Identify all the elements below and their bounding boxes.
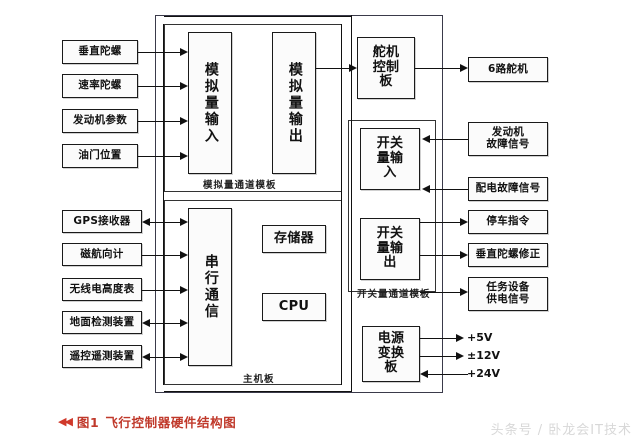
main-board-label: 主机板 [243, 374, 275, 385]
figure-caption: ◀◀ 图1 飞行控制器硬件结构图 [58, 412, 236, 431]
arrow-power-rail-5v [456, 333, 464, 342]
conn-digital-out-to-mission-power [420, 292, 460, 293]
bus-spine-left-outer [163, 24, 164, 385]
internal-bus-top [164, 16, 352, 17]
arrow-power-rail-12v [456, 351, 464, 360]
arrow-throttle-to-analog-in [180, 151, 188, 160]
digital-input-block: 开关量输入 [360, 128, 420, 190]
arrow-ground-test-to-serial [180, 318, 188, 327]
controller-outer-boundary [155, 15, 443, 393]
conn-engine-fault-to-digital-in [430, 139, 468, 140]
cpu-block: CPU [262, 293, 326, 321]
arrow-serial-to-telemetry [142, 352, 150, 361]
arrow-servo-board-to-servos [460, 63, 468, 72]
conn-ground-test-to-serial [150, 323, 180, 324]
arrow-vertical-gyro-to-analog-in [180, 47, 188, 56]
conn-throttle-to-analog-in [138, 156, 180, 157]
conn-vertical-gyro-to-analog-in [138, 52, 180, 53]
power-converter-board-block: 电源变换板 [362, 326, 420, 382]
conn-digital-out-to-gyro-correction [420, 255, 460, 256]
conn-rate-gyro-to-analog-in [138, 86, 180, 87]
arrow-engine-fault-to-digital-in [422, 134, 430, 143]
memory-block: 存储器 [262, 225, 326, 253]
arrow-serial-to-ground-test [142, 318, 150, 327]
arrow-digital-out-to-gyro-correction [460, 250, 468, 259]
arrow-analog-out-to-servo-board [349, 63, 357, 72]
figure-title: 飞行控制器硬件结构图 [105, 415, 237, 430]
arrow-serial-to-gps [142, 217, 150, 226]
arrow-power-rail-24v [420, 369, 428, 378]
mission-equip-line1: 任务设备 [486, 281, 530, 294]
arrow-gps-to-serial [180, 217, 188, 226]
right-device-box-six-servos: 6路舵机 [468, 57, 548, 82]
left-sensor-box-throttle-position: 油门位置 [62, 144, 138, 168]
arrow-digital-out-to-mission-power [460, 287, 468, 296]
conn-digital-out-to-stop-cmd [420, 222, 460, 223]
conn-power-fault-to-digital-in [430, 189, 468, 190]
left-sensor-box-rate-gyro: 速率陀螺 [62, 74, 138, 98]
caption-marker-icon: ◀◀ [58, 415, 73, 428]
arrow-engine-params-to-analog-in [180, 116, 188, 125]
digital-input-label: 开关量输入 [376, 136, 404, 181]
analog-channel-board-label: 模拟量通道模板 [203, 180, 277, 191]
internal-bus-bottom [164, 391, 352, 392]
conn-radio-alt-to-serial [142, 290, 180, 291]
conn-magnetic-to-serial [142, 255, 180, 256]
right-device-box-vertical-gyro-correction: 垂直陀螺修正 [468, 243, 548, 267]
conn-servo-board-to-servos [415, 68, 460, 69]
arrow-power-fault-to-digital-in [422, 184, 430, 193]
power-rail-label-12v: ±12V [467, 349, 501, 362]
conn-engine-params-to-analog-in [138, 121, 180, 122]
conn-telemetry-to-serial [150, 357, 180, 358]
figure-number: 图1 [76, 415, 100, 430]
conn-power-rail-24v [428, 374, 468, 375]
conn-analog-out-to-servo-board [316, 68, 349, 69]
digital-output-block: 开关量输出 [360, 218, 420, 280]
arrow-magnetic-to-serial [180, 250, 188, 259]
digital-output-label: 开关量输出 [376, 226, 404, 271]
engine-fault-line2: 故障信号 [486, 138, 530, 150]
internal-bus-vertical [351, 15, 352, 392]
conn-power-rail-5v [420, 338, 456, 339]
right-device-box-stop-command: 停车指令 [468, 210, 548, 234]
left-sensor-box-gps-receiver: GPS接收器 [62, 210, 142, 233]
left-sensor-box-engine-params: 发动机参数 [62, 109, 138, 133]
digital-channel-board-container [348, 120, 436, 292]
power-rail-label-5v: +5V [467, 331, 493, 344]
servo-control-board-label: 舵机控制板 [372, 45, 400, 90]
arrow-radio-alt-to-serial [180, 285, 188, 294]
analog-input-block: 模拟量输入 [188, 32, 232, 174]
bus-spine-right-outer [341, 24, 342, 385]
power-rail-label-24v: +24V [467, 367, 501, 380]
serial-communication-block: 串行通信 [188, 208, 232, 366]
right-device-box-power-dist-fault-signal: 配电故障信号 [468, 177, 548, 201]
right-device-box-mission-equip-power-signal: 任务设备 供电信号 [468, 277, 548, 311]
power-converter-board-label: 电源变换板 [377, 331, 405, 376]
conn-power-rail-12v [420, 356, 456, 357]
arrow-rate-gyro-to-analog-in [180, 81, 188, 90]
conn-gps-to-serial [150, 222, 180, 223]
mission-equip-line2: 供电信号 [486, 293, 530, 305]
left-sensor-box-vertical-gyro: 垂直陀螺 [62, 40, 138, 64]
left-sensor-box-telemetry-device: 遥控遥测装置 [62, 345, 142, 368]
watermark-text: 头条号 / 卧龙会IT技术 [490, 423, 632, 438]
engine-fault-line1: 发动机 [491, 126, 525, 139]
arrow-telemetry-to-serial [180, 352, 188, 361]
servo-control-board-block: 舵机控制板 [357, 37, 415, 99]
left-sensor-box-radio-altimeter: 无线电高度表 [62, 278, 142, 301]
analog-output-block: 模拟量输出 [272, 32, 316, 174]
left-sensor-box-ground-test-device: 地面检测装置 [62, 311, 142, 334]
digital-channel-board-label: 开关量通道模板 [357, 289, 431, 300]
right-device-box-engine-fault-signal: 发动机 故障信号 [468, 122, 548, 156]
left-sensor-box-magnetic-heading: 磁航向计 [62, 243, 142, 266]
arrow-digital-out-to-stop-cmd [460, 217, 468, 226]
